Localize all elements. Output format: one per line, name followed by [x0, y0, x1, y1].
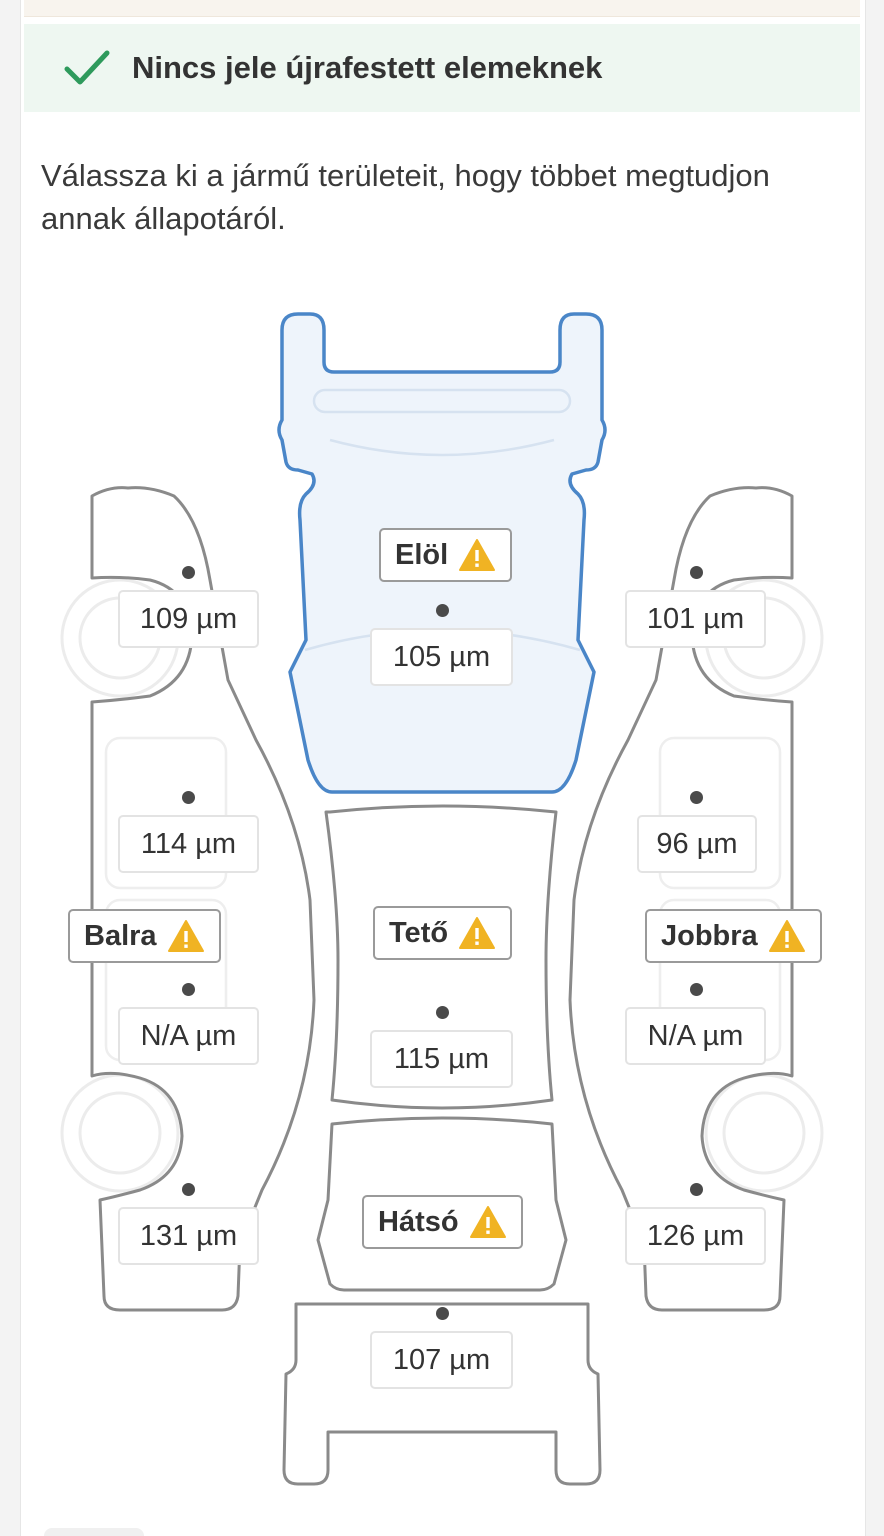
left-measure-point	[182, 791, 195, 804]
previous-section-edge	[24, 0, 860, 17]
rear-value[interactable]: 107 µm	[370, 1331, 513, 1389]
right-value-front-door[interactable]: 96 µm	[637, 815, 757, 873]
front-label[interactable]: Elöl	[379, 528, 513, 582]
right-value-rear-door[interactable]: N/A µm	[625, 1007, 766, 1065]
repaint-status-banner: Nincs jele újrafestett elemeknek	[24, 24, 860, 112]
rear-area[interactable]	[282, 1116, 602, 1486]
left-value-front[interactable]: 109 µm	[118, 590, 259, 648]
roof-measure-point	[436, 1006, 449, 1019]
repaint-status-text: Nincs jele újrafestett elemeknek	[132, 50, 603, 85]
right-value-front[interactable]: 101 µm	[625, 590, 766, 648]
right-measure-point	[690, 566, 703, 579]
right-measure-point	[690, 791, 703, 804]
front-value[interactable]: 105 µm	[370, 628, 513, 686]
next-section-edge	[44, 1528, 144, 1536]
left-measure-point	[182, 983, 195, 996]
warning-icon	[167, 920, 204, 952]
check-icon	[64, 50, 110, 85]
right-label[interactable]: Jobbra	[645, 909, 822, 963]
instruction-text: Válassza ki a jármű területeit, hogy töb…	[41, 158, 770, 236]
warning-icon	[459, 917, 496, 949]
left-value-rear-door[interactable]: N/A µm	[118, 1007, 259, 1065]
front-measure-point	[436, 604, 449, 617]
rear-measure-point	[436, 1307, 449, 1320]
right-value-rear[interactable]: 126 µm	[625, 1207, 766, 1265]
warning-icon	[459, 539, 496, 571]
left-measure-point	[182, 1183, 195, 1196]
rear-label[interactable]: Hátsó	[362, 1195, 523, 1249]
warning-icon	[768, 920, 805, 952]
right-measure-point	[690, 983, 703, 996]
left-label[interactable]: Balra	[68, 909, 221, 963]
roof-value[interactable]: 115 µm	[370, 1030, 513, 1088]
roof-label[interactable]: Tető	[373, 906, 513, 960]
right-measure-point	[690, 1183, 703, 1196]
left-measure-point	[182, 566, 195, 579]
left-value-rear[interactable]: 131 µm	[118, 1207, 259, 1265]
left-value-front-door[interactable]: 114 µm	[118, 815, 259, 873]
warning-icon	[469, 1206, 506, 1238]
